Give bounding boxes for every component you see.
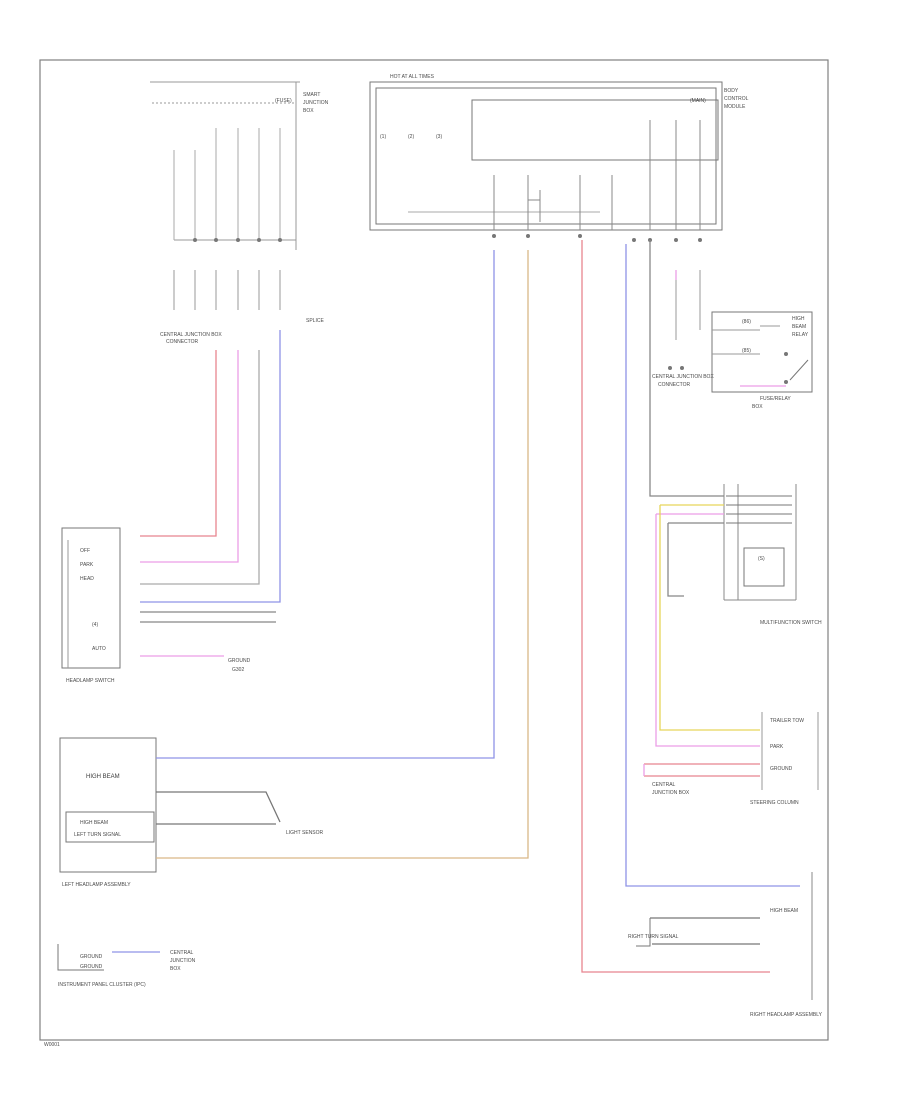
junction-main-label: (MAIN) (690, 98, 706, 104)
hs-auto: AUTO (92, 646, 106, 652)
wire-blue-hs-4 (140, 330, 281, 603)
wire-pink-hs-2 (140, 350, 239, 563)
instrument-cluster: GROUND GROUND INSTRUMENT PANEL CLUSTER (… (57, 944, 196, 988)
jb-internal-outputs (493, 120, 701, 230)
headlamp-switch: OFF PARK HEAD (4) AUTO HEADLAMP SWITCH G… (61, 527, 251, 684)
multifunction-switch: (S) MULTIFUNCTION SWITCH (723, 484, 822, 626)
fuse-side-label-2: JUNCTION (303, 100, 329, 106)
wire-blue-left-headlamp (156, 250, 495, 759)
right-connector-block: CENTRAL JUNCTION BOX CONNECTOR (86) (85)… (649, 270, 813, 410)
tt-conn-2: JUNCTION BOX (652, 790, 690, 796)
junction-box: HOT AT ALL TIMES (MAIN) BODY CONTROL MOD… (369, 74, 749, 242)
fuse-header-label: (FUSE) (275, 98, 292, 104)
wire-pink-trailer (655, 514, 760, 747)
diagram-frame (39, 59, 829, 1041)
ic-right-3: BOX (170, 966, 181, 972)
ic-right-1: CENTRAL (170, 950, 194, 956)
wire-yellow-trailer (659, 505, 760, 731)
right-connector-label-1: CENTRAL JUNCTION BOX (652, 374, 714, 380)
hs-opt-1: OFF (80, 548, 90, 554)
wire-red-hs-1 (140, 350, 217, 537)
junction-header-label: HOT AT ALL TIMES (390, 74, 435, 80)
wire-grey-mfs (649, 240, 724, 497)
relay-caption-2: BOX (752, 404, 763, 410)
fuse-side-label-3: BOX (303, 108, 314, 114)
left-headlamp-assembly: HIGH BEAM HIGH BEAM LEFT TURN SIGNAL LEF… (59, 737, 324, 888)
wire-black-sensor-1 (156, 791, 281, 823)
footer-code: W0001 (44, 1042, 60, 1048)
relay-name-3: RELAY (792, 332, 809, 338)
wire-grey-ref (667, 523, 684, 597)
wire-red-right-headlamp (581, 240, 770, 973)
relay-name-2: BEAM (792, 324, 806, 330)
junction-side-1: BODY (724, 88, 739, 94)
relay-pin-2: (85) (742, 348, 751, 354)
ground-code-label: G302 (232, 667, 244, 673)
jb-internal-1: (1) (380, 134, 386, 140)
jb-internal-2: (2) (408, 134, 414, 140)
wire-blue-right-headlamp (625, 244, 800, 887)
tt-item-3: GROUND (770, 766, 793, 772)
trailer-tow-label: TRAILER TOW (770, 718, 804, 724)
fuse-connector-block: (FUSE) SMART JUNCTION BOX (150, 81, 329, 250)
hs-opt-2: PARK (80, 562, 94, 568)
wire-grey-hs-3 (140, 350, 260, 585)
hs-opt-3: HEAD (80, 576, 94, 582)
multifunction-switch-label: MULTIFUNCTION SWITCH (760, 620, 822, 626)
lh-inner-2: LEFT TURN SIGNAL (74, 832, 121, 838)
ic-text-1: GROUND (80, 954, 103, 960)
instrument-cluster-label: INSTRUMENT PANEL CLUSTER (IPC) (58, 982, 146, 988)
right-connector-label-2: CONNECTOR (658, 382, 691, 388)
fuse-pins (173, 128, 281, 240)
headlamp-switch-label: HEADLAMP SWITCH (66, 678, 115, 684)
right-headlamp-assembly: RIGHT TURN SIGNAL HIGH BEAM RIGHT HEADLA… (628, 872, 823, 1018)
jb-connector-dots (492, 234, 702, 242)
wire-tan-left-headlamp (156, 250, 529, 859)
lh-beam: HIGH BEAM (86, 774, 120, 780)
junction-side-3: MODULE (724, 104, 746, 110)
tt-caption: STEERING COLUMN (750, 800, 799, 806)
tt-item-2: PARK (770, 744, 784, 750)
right-headlamp-label: RIGHT HEADLAMP ASSEMBLY (750, 1012, 823, 1018)
relay-caption-1: FUSE/RELAY (760, 396, 791, 402)
mfs-internal: (S) (758, 556, 765, 562)
fuse-connector-dots (193, 238, 282, 242)
rh-text-1: RIGHT TURN SIGNAL (628, 934, 679, 940)
relay-pin-1: (86) (742, 319, 751, 325)
rh-text-2: HIGH BEAM (770, 908, 798, 914)
switch-ground-label: GROUND (228, 658, 251, 664)
left-wire-stubs (173, 270, 281, 310)
trailer-tow-connector: TRAILER TOW PARK GROUND STEERING COLUMN … (652, 712, 819, 806)
junction-side-2: CONTROL (724, 96, 749, 102)
lh-inner-1: HIGH BEAM (80, 820, 108, 826)
left-headlamp-label: LEFT HEADLAMP ASSEMBLY (62, 882, 131, 888)
fuse-side-label: SMART (303, 92, 320, 98)
jb-internal-3: (3) (436, 134, 442, 140)
light-sensor-label: LIGHT SENSOR (286, 830, 324, 836)
left-connector-label-1: CENTRAL JUNCTION BOX (160, 332, 222, 338)
hs-opt-4: (4) (92, 622, 98, 628)
left-connector-label-2: CONNECTOR (166, 339, 199, 345)
left-splice-label: SPLICE (306, 318, 324, 324)
tt-conn-1: CENTRAL (652, 782, 676, 788)
ic-text-2: GROUND (80, 964, 103, 970)
ic-right-2: JUNCTION (170, 958, 196, 964)
relay-name-1: HIGH (792, 316, 805, 322)
